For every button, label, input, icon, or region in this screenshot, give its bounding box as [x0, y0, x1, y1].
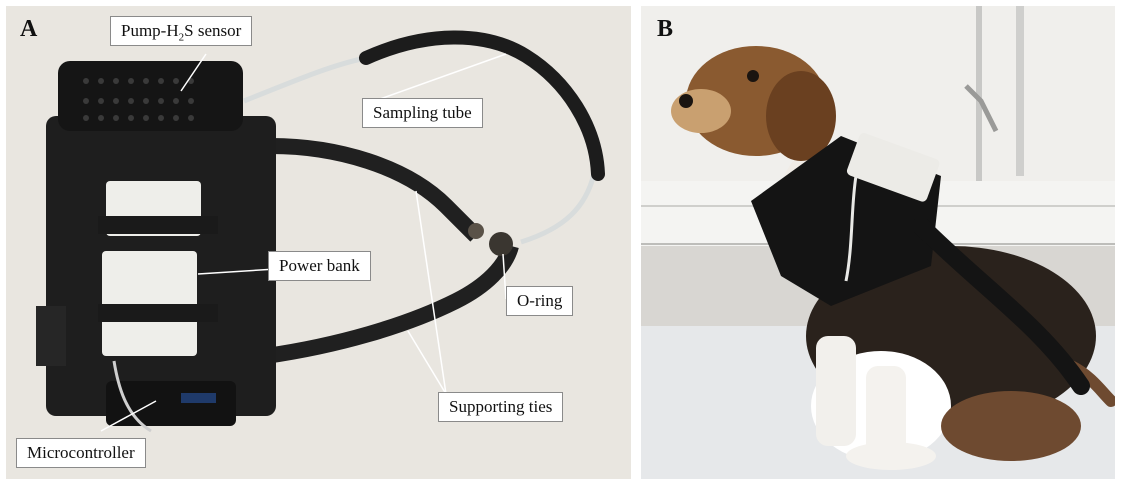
- power-bank-label: Power bank: [268, 251, 371, 281]
- supporting-ties-label: Supporting ties: [438, 392, 564, 422]
- harness-illustration: [36, 30, 605, 433]
- panel-b-letter: B: [657, 16, 674, 42]
- dog-wearing-harness-illustration: [641, 6, 1115, 479]
- harness-strap: [912, 217, 1090, 395]
- pump-label-suffix: S sensor: [184, 21, 242, 40]
- microcontroller-unit: [106, 381, 236, 426]
- sensor-vent-holes: [83, 78, 194, 121]
- panel-a-letter: A: [20, 16, 38, 42]
- o-ring-label: O-ring: [506, 286, 574, 316]
- o-ring-buckle: [489, 232, 513, 256]
- panel-a-harness-photo: A Pump-H2S sensor Sampling tube Power ba…: [6, 6, 631, 479]
- panel-b-dog-photo: B: [641, 6, 1115, 479]
- sampling-tube-clear: [243, 55, 367, 104]
- sampling-tube-label: Sampling tube: [362, 98, 483, 128]
- pump-label-prefix: Pump-H: [121, 21, 179, 40]
- supporting-tie-upper: [270, 138, 482, 242]
- power-bank-lower: [102, 251, 197, 356]
- power-bank-on-dog: [846, 133, 940, 202]
- pump-h2s-sensor-label: Pump-H2S sensor: [110, 16, 253, 46]
- pump-label-subscript: 2: [178, 31, 185, 44]
- supporting-tie-lower: [264, 243, 519, 364]
- pump-sensor-module: [58, 61, 243, 131]
- sampling-tube-lower: [520, 173, 597, 245]
- dog-ear: [766, 71, 836, 161]
- sampling-tube-sleeve: [359, 30, 605, 181]
- callout-leader-lines: [100, 53, 507, 432]
- microcontroller-label: Microcontroller: [16, 438, 146, 468]
